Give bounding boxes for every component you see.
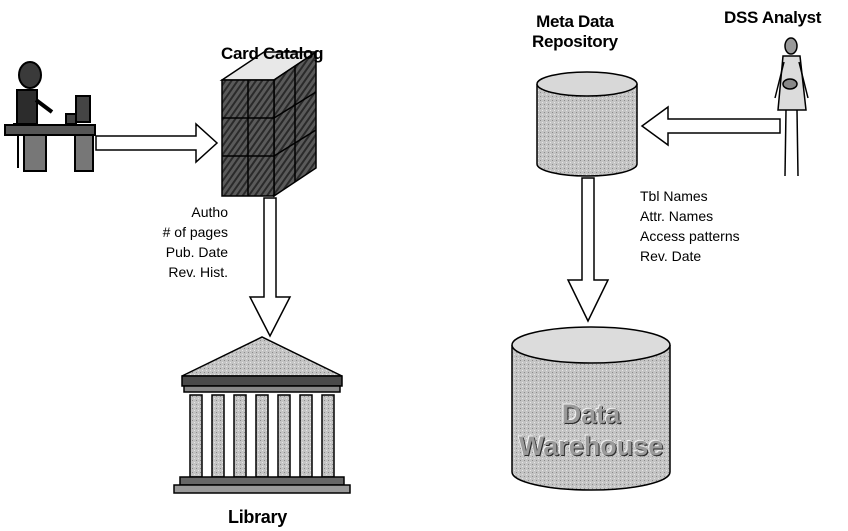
data-warehouse-label: Data Warehouse [512, 398, 670, 462]
library-label: Library [228, 507, 287, 527]
arrow-analyst-to-repository [640, 105, 781, 147]
dss-analyst-figure-icon [774, 37, 809, 177]
warehouse-line1: Data [561, 399, 621, 429]
card-catalog-icon [219, 50, 319, 198]
arrow-repository-to-warehouse [566, 177, 610, 323]
warehouse-line2: Warehouse [518, 431, 664, 461]
meta-field: Tbl Names [640, 188, 708, 204]
meta-data-repository-cylinder-icon [536, 71, 638, 177]
arrow-catalog-to-library [248, 197, 292, 338]
meta-fields-list: Tbl Names Attr. Names Access patterns Re… [640, 186, 740, 266]
arrow-reader-to-catalog [95, 122, 219, 164]
reader-at-desk-icon [4, 61, 96, 172]
meta-field: Attr. Names [640, 208, 714, 224]
catalog-field: # of pages [162, 224, 228, 240]
catalog-field: Autho­ [191, 204, 228, 220]
meta-data-repository-label: Meta Data Repository [532, 12, 618, 52]
meta-field: Access patterns [640, 228, 740, 244]
meta-repo-title-line2: Repository [532, 32, 618, 51]
meta-field: Rev. Date [640, 248, 702, 264]
catalog-field: Rev. Hist. [168, 264, 228, 280]
card-catalog-label: Card Catalog [221, 44, 324, 63]
library-building-icon [173, 336, 351, 494]
meta-repo-title-line1: Meta Data [536, 12, 614, 31]
dss-analyst-label: DSS Analyst [724, 8, 822, 27]
catalog-field: Pub. Date [165, 244, 228, 260]
data-warehouse-cylinder-icon [511, 326, 671, 491]
catalog-fields-list: Autho­ # of pages Pub. Date Rev. Hist. [118, 202, 228, 282]
